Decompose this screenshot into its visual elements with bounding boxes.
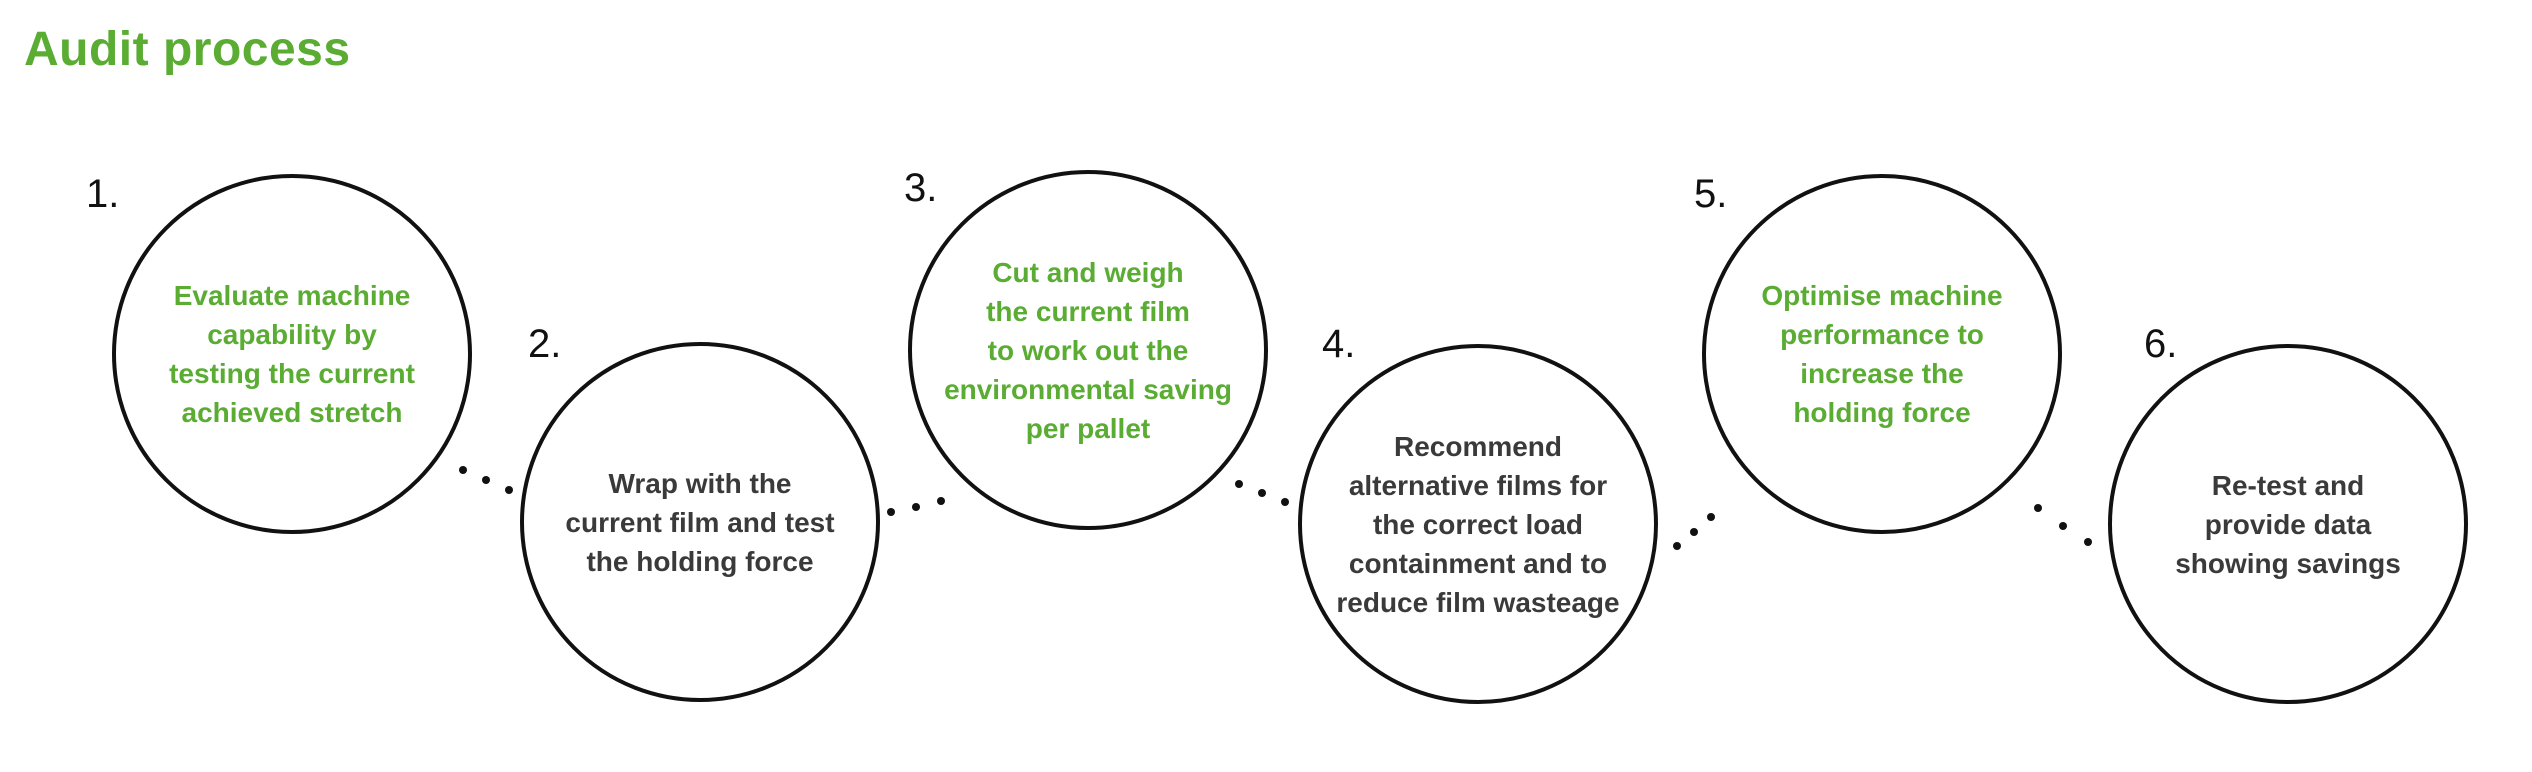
step-2-number: 2. bbox=[528, 322, 562, 366]
step-1-number: 1. bbox=[86, 172, 120, 216]
connector-dot bbox=[1281, 498, 1289, 506]
connector-dot bbox=[1707, 513, 1715, 521]
step-5-text: Optimise machine performance to increase… bbox=[1761, 280, 2003, 428]
step-1-circle: Evaluate machine capability by testing t… bbox=[112, 174, 472, 534]
connector-dot bbox=[505, 486, 513, 494]
connector-dot bbox=[912, 503, 920, 511]
connector-dot bbox=[887, 508, 895, 516]
step-3-number: 3. bbox=[904, 166, 938, 210]
step-5-circle: Optimise machine performance to increase… bbox=[1702, 174, 2062, 534]
connector-dot bbox=[2084, 538, 2092, 546]
page-title: Audit process bbox=[24, 23, 351, 76]
connector-dot bbox=[1235, 480, 1243, 488]
connector-dot bbox=[1258, 489, 1266, 497]
connector-dot bbox=[1690, 528, 1698, 536]
connector-dot bbox=[482, 476, 490, 484]
connector-dot bbox=[1673, 542, 1681, 550]
step-6-number: 6. bbox=[2144, 322, 2178, 366]
connector-dot bbox=[2059, 522, 2067, 530]
step-4-number: 4. bbox=[1322, 322, 1356, 366]
step-1-text: Evaluate machine capability by testing t… bbox=[169, 280, 415, 428]
connector-dot bbox=[2034, 504, 2042, 512]
step-4-text: Recommend alternative films for the corr… bbox=[1336, 430, 1620, 618]
step-2-circle: Wrap with the current film and test the … bbox=[520, 342, 880, 702]
connector-dot bbox=[937, 497, 945, 505]
step-5-number: 5. bbox=[1694, 172, 1728, 216]
step-6-circle: Re-test and provide data showing savings bbox=[2108, 344, 2468, 704]
step-4-circle: Recommend alternative films for the corr… bbox=[1298, 344, 1658, 704]
step-2-text: Wrap with the current film and test the … bbox=[565, 467, 835, 577]
step-3-circle: Cut and weigh the current film to work o… bbox=[908, 170, 1268, 530]
connector-dot bbox=[459, 466, 467, 474]
step-3-text: Cut and weigh the current film to work o… bbox=[944, 256, 1232, 444]
step-6-text: Re-test and provide data showing savings bbox=[2175, 469, 2401, 579]
